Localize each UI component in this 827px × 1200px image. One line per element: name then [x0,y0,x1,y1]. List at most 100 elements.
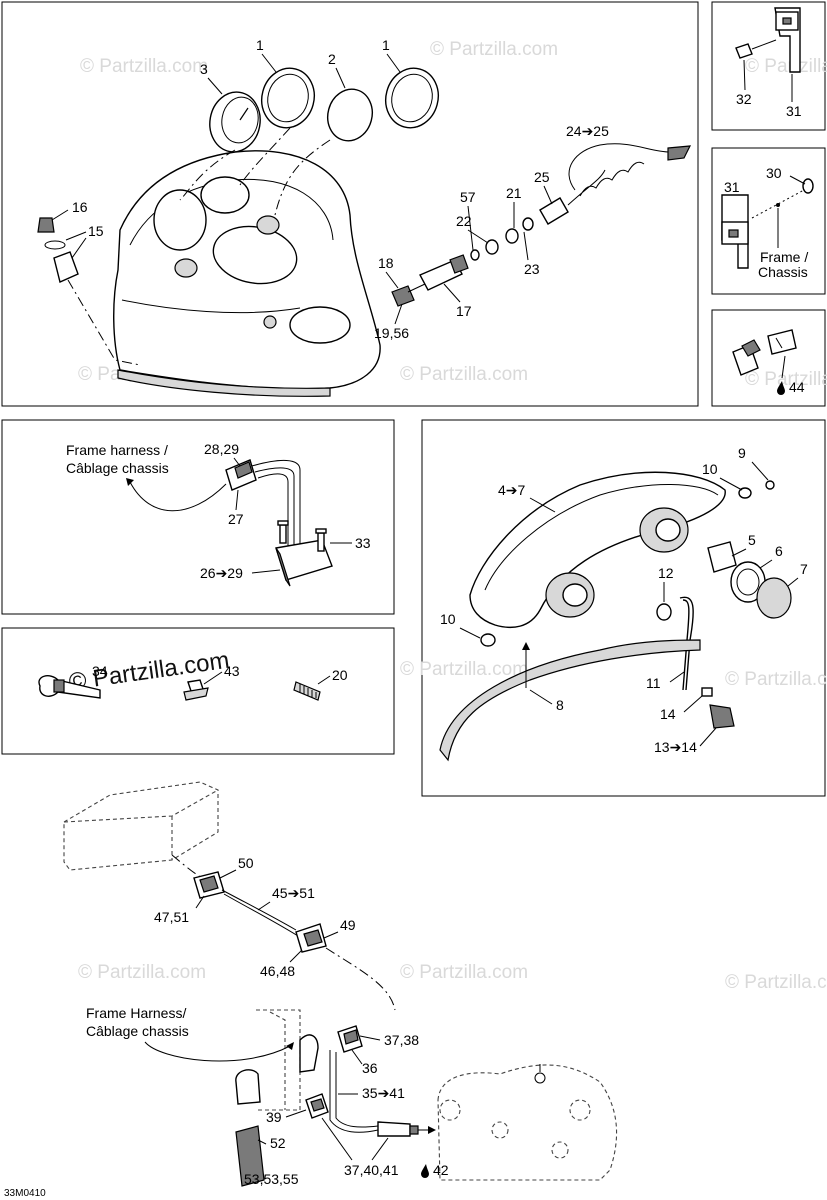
callout: 12 [658,565,674,581]
indicator-lamp-left [174,258,198,278]
grommet [656,603,672,621]
sensor-harness-assembly: Frame Harness/ Câblage chassis 50 45➔51 … [63,781,618,1187]
nut [765,480,775,490]
safety-cap [539,197,569,225]
frame-harness-label: Frame Harness/ [86,1005,186,1021]
callout: 52 [270,1135,286,1151]
mount-screw [317,532,325,552]
callout: 42 [433,1162,449,1178]
frame-clip-assembly: 30 31 Frame / Chassis [721,165,814,280]
callout: 9 [738,445,746,461]
gauge-opening-top [200,176,250,214]
callout: 11 [646,675,661,691]
ignition-post [419,259,463,291]
headlight-bulb [707,541,737,573]
callout: 31 [786,103,802,119]
callout: 34 [92,663,108,679]
watermark: © Partzilla.com [400,364,528,385]
callout: 4➔7 [498,482,526,498]
callout: 21 [506,185,522,201]
panel-headlight-frame [421,419,826,797]
callout: 57 [460,189,476,205]
callout: 1 [382,37,390,53]
switch-knob [37,217,55,233]
lanyard-clip [667,145,692,161]
watermark: © Partzilla.com [725,972,827,993]
callout: 33 [355,535,371,551]
frame-harness-label: Câblage chassis [86,1023,189,1039]
switch-body [53,251,79,283]
panel-frame-chassis-frame [711,147,826,295]
oil-drop-icon [777,381,785,395]
connector-female [767,329,797,355]
frame-harness-label: Câblage chassis [66,460,169,476]
callout: 7 [800,561,808,577]
gauge-bezel-left [261,67,315,129]
callout: 53,53,55 [244,1171,299,1187]
sensor-body [299,1034,319,1073]
callout: 27 [228,511,244,527]
callout: 44 [789,379,805,395]
oil-drop-icon [421,1164,429,1178]
plug-52 [235,1069,261,1105]
watermark: © Partzilla.com [430,39,558,60]
tube-clamp [701,687,713,697]
watermark: © Partzilla.com [725,669,827,690]
callout: 14 [660,706,676,722]
washer [738,487,752,499]
callout: 39 [266,1109,282,1125]
callout: 47,51 [154,909,189,925]
headlight-seal [439,639,701,762]
gauge-opening-left [153,189,207,251]
callout: 18 [378,255,394,271]
panel-clip-frame [711,1,826,131]
callout: 8 [556,697,564,713]
callout: 26➔29 [200,565,243,581]
callout: 50 [238,855,254,871]
callout: 49 [340,917,356,933]
frame-chassis-label: Frame / [760,249,808,265]
hardware-assembly: 34 43 20 [38,663,348,701]
callout: 45➔51 [272,885,315,901]
panel-hardware-frame [1,627,395,755]
callout: 37,38 [384,1032,419,1048]
panel-connector-frame [711,309,826,407]
frame-harness-label: Frame harness / [66,442,168,458]
diagram-code: 33M0410 [4,1188,46,1199]
rubber-cap [756,577,792,619]
watermark: © Partzilla.com [745,369,827,390]
callout: 24➔25 [566,123,609,139]
callout: 13➔14 [654,739,697,755]
callout: 10 [702,461,718,477]
callout: 2 [328,51,336,67]
vent-fitting [709,704,735,729]
indicator-lamp-right [256,215,280,235]
temperature-sensor [377,1121,411,1137]
gauge-bezel-right [385,67,439,129]
console-cup [289,306,351,344]
panel-dashboard-frame [1,1,699,407]
callout: 23 [524,261,540,277]
washer-lower [480,633,496,647]
watermark: © Partzilla.com [745,56,827,77]
frame-chassis-label: Chassis [758,264,808,280]
callout: 25 [534,169,550,185]
panel-harness-frame [1,419,395,615]
callout: 43 [224,663,240,679]
callout: 6 [775,543,783,559]
callout: 37,40,41 [344,1162,399,1178]
mount-screw [279,524,287,544]
callout: 3 [200,61,208,77]
callout: 19,56 [374,325,409,341]
callout: 17 [456,303,472,319]
callout: 32 [736,91,752,107]
callout: 22 [456,213,472,229]
callout: 16 [72,199,88,215]
speedometer-gauge [209,91,261,153]
lanyard-coil [567,161,645,206]
gauge-cover-cap [327,88,373,142]
watermark: © Partzilla.com [400,659,528,680]
plug-53 [235,1125,265,1187]
watermark: © Partzilla.com [80,56,208,77]
